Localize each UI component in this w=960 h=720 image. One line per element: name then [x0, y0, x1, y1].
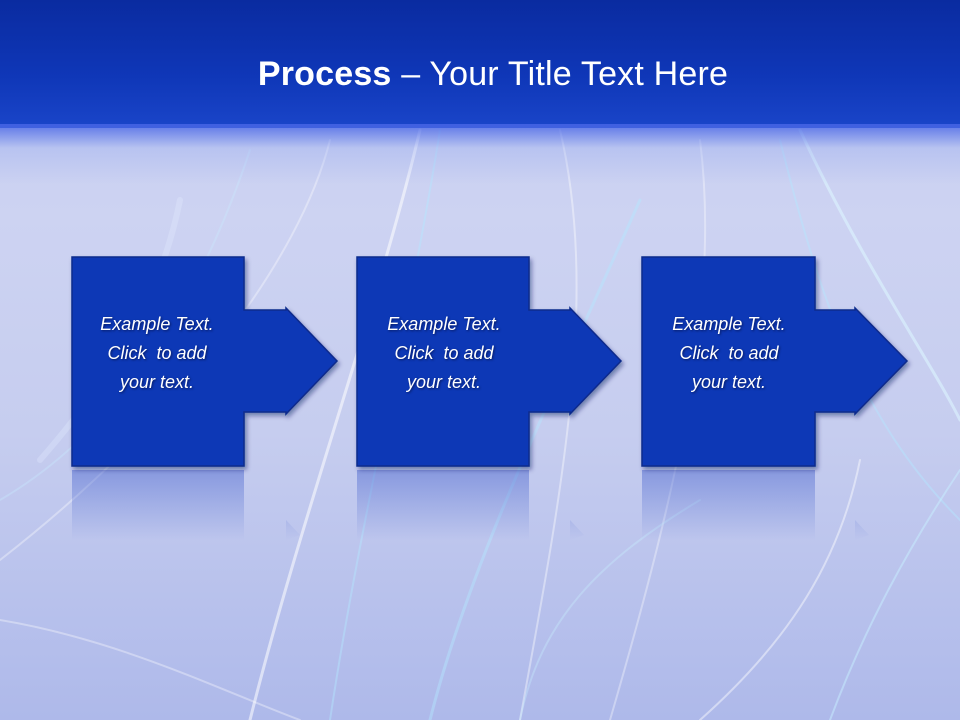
step-1-arrow-box: [71, 256, 339, 467]
step-1-line-3: your text.: [119, 372, 195, 392]
step-3-line-3: your text.: [691, 372, 767, 392]
step-2-line-2: Click to add: [394, 343, 494, 363]
step-3-reflection: [642, 470, 869, 540]
title-bar-glow: [0, 124, 960, 184]
process-step-1[interactable]: [71, 256, 339, 540]
step-1-text[interactable]: Example Text. Click to add your text.: [70, 310, 244, 397]
slide-title-bold: Process: [257, 55, 392, 93]
step-1-reflection: [72, 470, 300, 540]
step-3-arrow-box: [641, 256, 909, 467]
slide-title[interactable]: Process – Your Title Text Here: [0, 52, 960, 96]
step-2-text[interactable]: Example Text. Click to add your text.: [357, 310, 531, 397]
step-3-line-1: Example Text.: [672, 314, 786, 334]
process-step-2[interactable]: [356, 256, 623, 540]
step-3-text[interactable]: Example Text. Click to add your text.: [642, 310, 816, 397]
title-bar: [0, 0, 960, 128]
step-2-line-3: your text.: [406, 372, 482, 392]
slide-title-rest: – Your Title Text Here: [391, 55, 729, 93]
process-step-3[interactable]: [641, 256, 909, 540]
step-1-line-2: Click to add: [107, 343, 207, 363]
step-2-reflection: [357, 470, 584, 540]
step-3-line-2: Click to add: [679, 343, 779, 363]
step-2-line-1: Example Text.: [387, 314, 501, 334]
step-1-line-1: Example Text.: [100, 314, 214, 334]
step-2-arrow-box: [356, 256, 623, 467]
